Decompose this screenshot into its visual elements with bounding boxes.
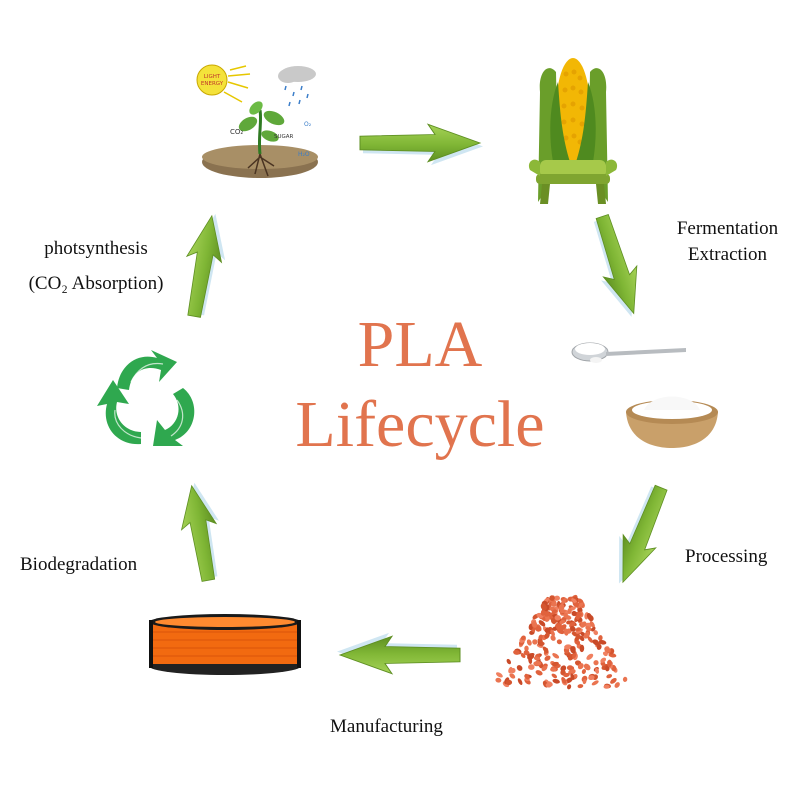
label-photosynthesis: photsynthesis: [44, 238, 148, 259]
light-energy-text: LIGHT: [204, 74, 221, 80]
photosynthesis-illustration: LIGHT ENERGY CO₂ SUGAR O₂ H₂O: [196, 64, 318, 178]
label-fermentation: Fermentation: [676, 218, 779, 239]
starch-bowl-image: [626, 396, 718, 448]
pla-pellets-image: [495, 594, 628, 690]
arrow-starch-to-processing: [602, 479, 678, 592]
arrow-photosynthesis-to-corn: [359, 123, 484, 166]
svg-text:ENERGY: ENERGY: [201, 81, 224, 87]
title-lifecycle: Lifecycle: [295, 388, 545, 461]
recycle-icon: [97, 350, 195, 446]
sugar-text: SUGAR: [274, 134, 294, 140]
arrow-pellets-to-filament: [336, 632, 461, 675]
label-biodegradation: Biodegradation: [20, 554, 138, 575]
corn-throne-image: [528, 58, 618, 204]
h2o-text: H₂O: [298, 151, 310, 158]
arrow-recycle-to-photosynthesis: [176, 209, 234, 321]
label-extraction: Extraction: [687, 244, 768, 265]
arrow-corn-to-fermentation: [582, 210, 652, 323]
label-processing: Processing: [685, 546, 768, 567]
title-pla: PLA: [357, 308, 483, 381]
label-manufacturing: Manufacturing: [330, 716, 443, 737]
o2-text: O₂: [304, 121, 312, 128]
starch-spoon-image: [571, 342, 686, 363]
arrow-filament-to-recycle: [173, 479, 230, 584]
co2-text: CO₂: [230, 128, 243, 136]
filament-spool-image: [149, 614, 301, 675]
label-co2-absorption: (CO₂ Absorption): [28, 273, 164, 294]
